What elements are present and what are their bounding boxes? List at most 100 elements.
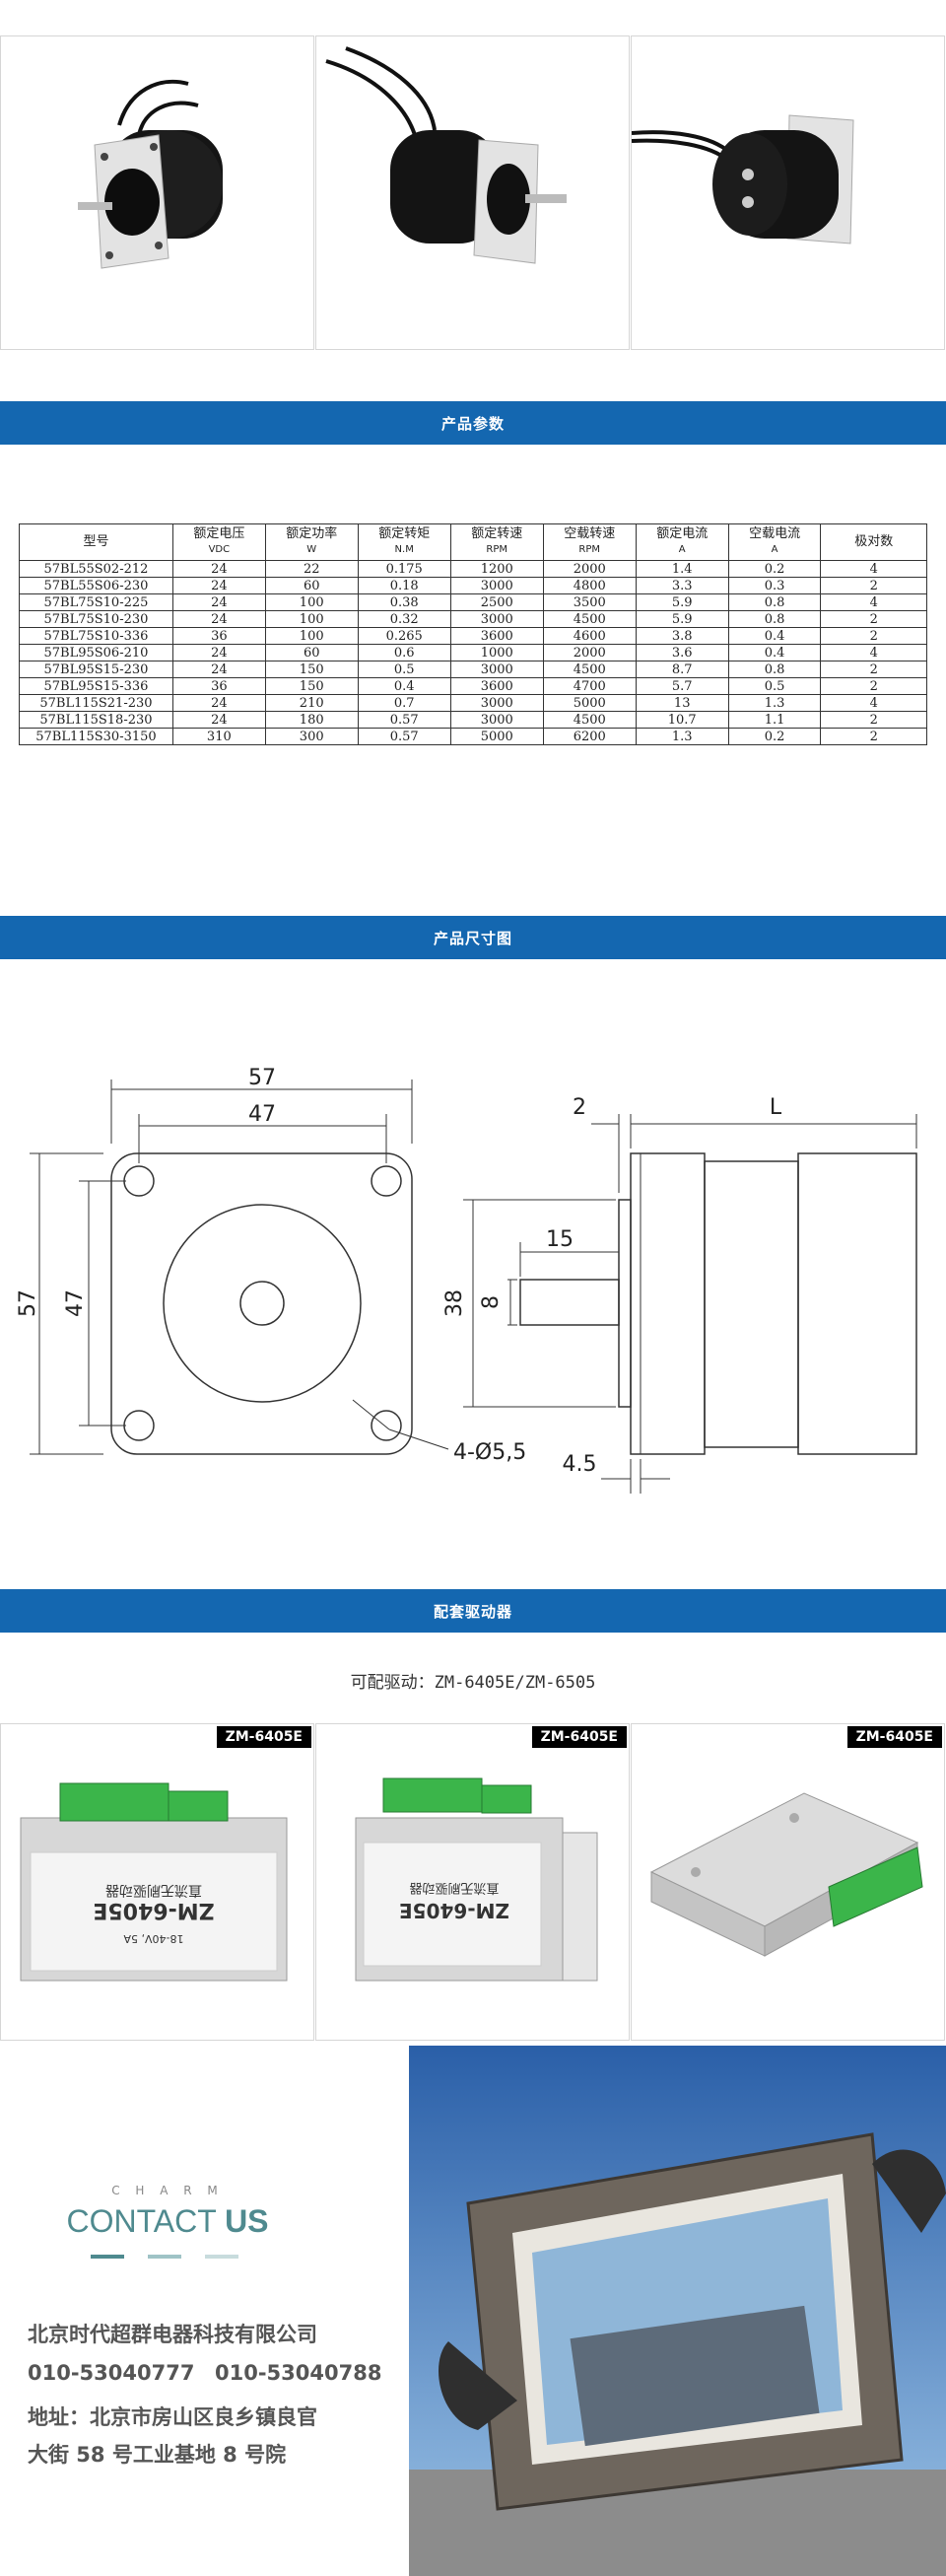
section-title-params: 产品参数 bbox=[0, 401, 946, 445]
dim-38: 38 bbox=[442, 1289, 467, 1317]
table-cell: 8.7 bbox=[635, 661, 729, 678]
spec-header-cell: 额定转矩 N.M bbox=[357, 523, 451, 561]
table-cell: 3.3 bbox=[635, 577, 729, 594]
table-cell: 57BL55S06-230 bbox=[19, 577, 173, 594]
table-cell: 4700 bbox=[542, 677, 637, 695]
table-cell: 3000 bbox=[449, 577, 544, 594]
table-cell: 57BL115S30-3150 bbox=[19, 728, 173, 745]
spec-header-label: 额定电流 bbox=[656, 526, 709, 541]
table-cell: 0.4 bbox=[727, 644, 822, 661]
phone-2: 010-53040788 bbox=[215, 2361, 382, 2385]
spec-header-label: 空载转速 bbox=[564, 526, 616, 541]
spec-header-label: 额定转矩 bbox=[378, 526, 431, 541]
table-cell: 0.5 bbox=[727, 677, 822, 695]
table-cell: 60 bbox=[264, 577, 359, 594]
table-cell: 0.2 bbox=[727, 560, 822, 578]
table-cell: 180 bbox=[264, 711, 359, 729]
spec-header-unit: RPM bbox=[486, 544, 508, 555]
dimension-drawing: 57 47 57 47 4-Ø5,5 2 L 15 8 38 4.5 bbox=[16, 1066, 917, 1494]
contact-title-word: CONTACT bbox=[66, 2203, 217, 2239]
divider bbox=[148, 2255, 181, 2259]
dim-57-left: 57 bbox=[16, 1289, 40, 1317]
table-cell: 57BL55S02-212 bbox=[19, 560, 173, 578]
dim-8: 8 bbox=[479, 1295, 504, 1309]
side-endcap bbox=[797, 1152, 917, 1455]
table-cell: 5000 bbox=[449, 728, 544, 745]
compatible-driver-text: 可配驱动：ZM-6405E/ZM-6505 bbox=[350, 1673, 596, 1693]
driver-photo-3: ZM-6405E bbox=[631, 1723, 945, 2041]
motor-photo-front bbox=[0, 35, 314, 350]
table-cell: 4500 bbox=[542, 610, 637, 628]
table-cell: 0.8 bbox=[727, 661, 822, 678]
table-cell: 13 bbox=[635, 694, 729, 712]
mount-hole bbox=[371, 1410, 402, 1441]
driver-photo-1: ZM-6405E ZM-6405E 18-40V, 5A 直流无刷驱动器 bbox=[0, 1723, 314, 2041]
contact-us-title: CONTACT US bbox=[0, 2203, 335, 2240]
table-cell: 0.57 bbox=[357, 711, 451, 729]
table-cell: 24 bbox=[171, 644, 266, 661]
driver-model-label: ZM-6405E bbox=[399, 1899, 509, 1922]
driver-model-label: ZM-6405E bbox=[93, 1898, 214, 1922]
table-cell: 57BL95S15-230 bbox=[19, 661, 173, 678]
table-cell: 150 bbox=[264, 661, 359, 678]
table-cell: 0.5 bbox=[357, 661, 451, 678]
table-cell: 57BL75S10-230 bbox=[19, 610, 173, 628]
table-cell: 100 bbox=[264, 593, 359, 611]
spec-header-unit: A bbox=[771, 544, 778, 555]
dim-15: 15 bbox=[546, 1227, 574, 1252]
table-cell: 5000 bbox=[542, 694, 637, 712]
table-cell: 1.4 bbox=[635, 560, 729, 578]
dim-L: L bbox=[770, 1095, 782, 1120]
dim-2: 2 bbox=[573, 1095, 586, 1120]
table-cell: 100 bbox=[264, 610, 359, 628]
spec-header-cell: 额定电流 A bbox=[635, 523, 729, 561]
model-tag: ZM-6405E bbox=[531, 1726, 627, 1748]
spec-header-unit: A bbox=[678, 544, 686, 555]
table-cell: 210 bbox=[264, 694, 359, 712]
table-cell: 24 bbox=[171, 593, 266, 611]
table-cell: 3000 bbox=[449, 711, 544, 729]
table-cell: 2 bbox=[820, 610, 927, 628]
table-cell: 4 bbox=[820, 560, 927, 578]
divider bbox=[91, 2255, 124, 2259]
flange-boss bbox=[163, 1204, 362, 1403]
table-cell: 4 bbox=[820, 644, 927, 661]
address-line-1: 地址：北京市房山区良乡镇良官 bbox=[28, 2405, 317, 2429]
driver-type-label: 直流无刷驱动器 bbox=[409, 1880, 499, 1895]
table-cell: 6200 bbox=[542, 728, 637, 745]
table-cell: 1.3 bbox=[635, 728, 729, 745]
table-cell: 57BL75S10-336 bbox=[19, 627, 173, 645]
address-line-2: 大街 58 号工业基地 8 号院 bbox=[28, 2443, 287, 2467]
spec-header-label: 空载电流 bbox=[749, 526, 801, 541]
spec-header-cell: 型号 bbox=[19, 523, 173, 561]
table-cell: 2 bbox=[820, 677, 927, 695]
dim-47-top: 47 bbox=[248, 1102, 276, 1127]
driver-image: ZM-6405E 18-40V, 5A 直流无刷驱动器 bbox=[20, 1782, 288, 1982]
table-cell: 0.18 bbox=[357, 577, 451, 594]
model-tag: ZM-6405E bbox=[846, 1726, 942, 1748]
dim-57-top: 57 bbox=[248, 1066, 276, 1090]
table-cell: 4600 bbox=[542, 627, 637, 645]
contact-title-us: US bbox=[225, 2203, 269, 2239]
table-cell: 4 bbox=[820, 593, 927, 611]
spec-header-unit: N.M bbox=[394, 544, 414, 555]
company-name: 北京时代超群电器科技有限公司 bbox=[28, 2323, 317, 2346]
side-flange bbox=[630, 1152, 706, 1455]
table-cell: 0.175 bbox=[357, 560, 451, 578]
motor-image bbox=[325, 46, 567, 264]
spec-header-cell: 空载电流 A bbox=[727, 523, 822, 561]
table-cell: 4500 bbox=[542, 711, 637, 729]
table-cell: 60 bbox=[264, 644, 359, 661]
table-cell: 0.3 bbox=[727, 577, 822, 594]
table-cell: 150 bbox=[264, 677, 359, 695]
table-cell: 2 bbox=[820, 728, 927, 745]
driver-photo-2: ZM-6405E ZM-6405E 直流无刷驱动器 bbox=[315, 1723, 630, 2041]
